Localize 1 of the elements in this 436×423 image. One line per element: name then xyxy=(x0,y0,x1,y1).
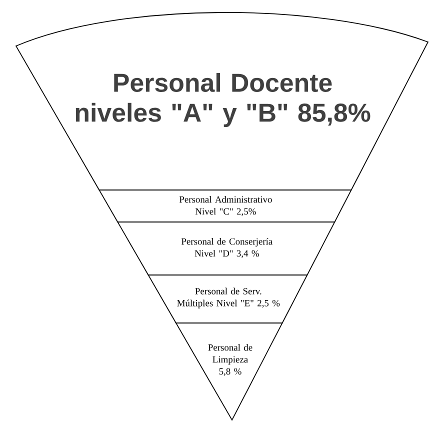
funnel-band: Personal Docente niveles "A" y "B" 85,8% xyxy=(16,12,428,190)
